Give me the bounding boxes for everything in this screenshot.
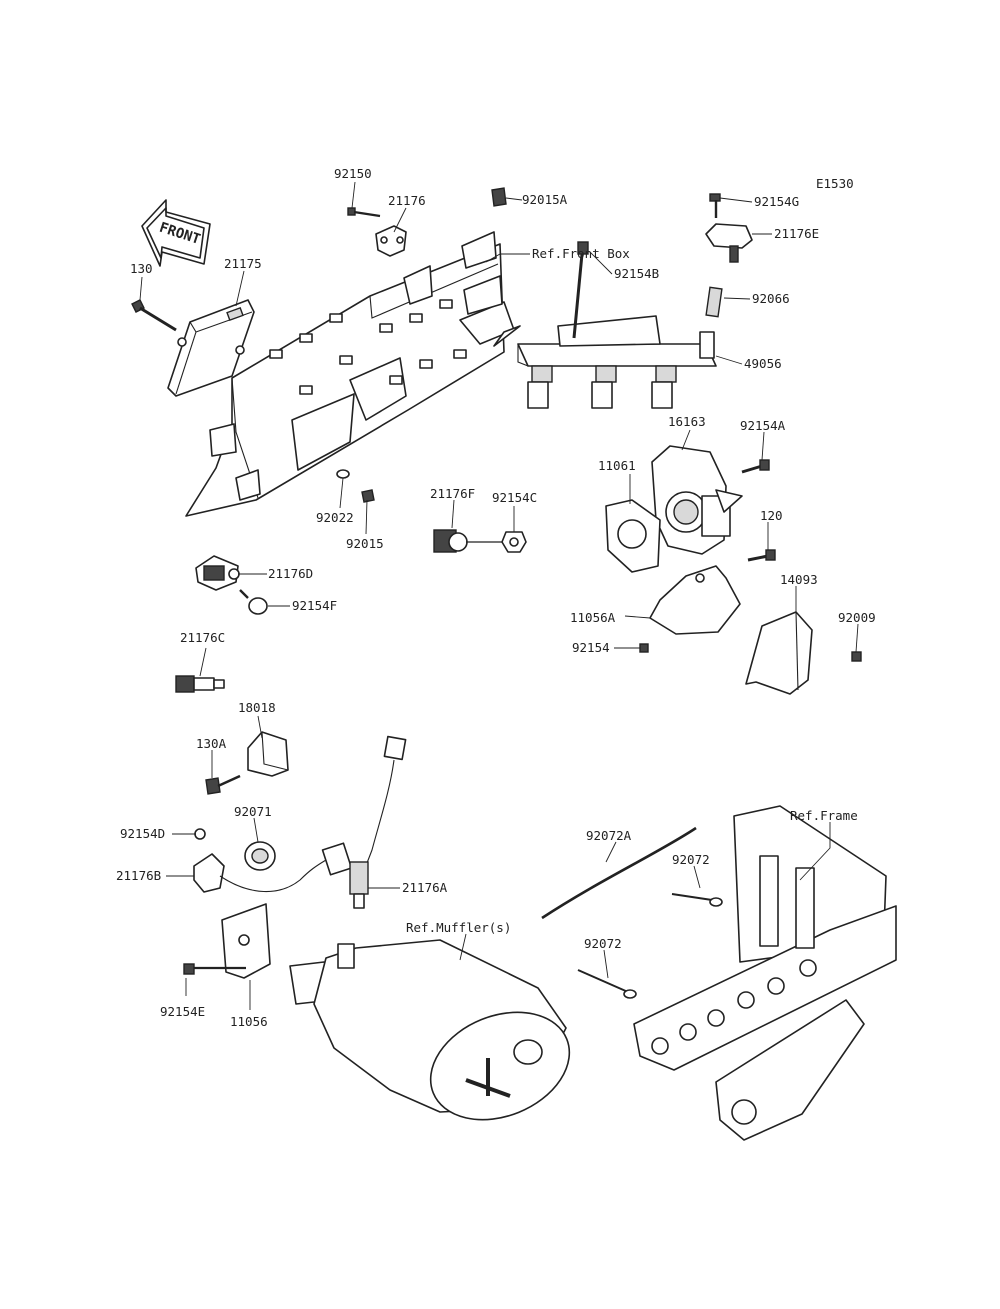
bolt-92154G bbox=[709, 193, 721, 218]
callout-21176F: 21176F bbox=[430, 486, 475, 501]
callout-16163: 16163 bbox=[668, 414, 706, 429]
callout-92154C: 92154C bbox=[492, 490, 537, 505]
injector bbox=[591, 365, 617, 409]
bolt-92009 bbox=[851, 651, 862, 662]
callout-11056: 11056 bbox=[230, 1014, 268, 1029]
callout-49056: 49056 bbox=[744, 356, 782, 371]
leader-lines bbox=[139, 181, 859, 1010]
callout-11061: 11061 bbox=[598, 458, 636, 473]
sensor-21176F bbox=[433, 529, 504, 553]
nut-92154C bbox=[501, 531, 527, 553]
fuel-rail-49056 bbox=[517, 241, 723, 409]
callout-labels: E1530 92150 21176 92015A Ref.Front Box 9… bbox=[116, 166, 876, 1029]
bolt-92154F bbox=[239, 589, 268, 615]
callout-92072A: 92072A bbox=[586, 828, 632, 843]
bracket-11056 bbox=[221, 903, 271, 979]
washer-92022 bbox=[336, 469, 350, 479]
callout-21176B: 21176B bbox=[116, 868, 161, 883]
bolt-130 bbox=[131, 299, 177, 332]
cable-tie-92072-upper bbox=[671, 893, 723, 907]
o2-sensor-21176A bbox=[349, 735, 407, 909]
callout-92154A: 92154A bbox=[740, 418, 786, 433]
sensor-21176B bbox=[193, 828, 353, 893]
throttle-body-16163 bbox=[651, 445, 743, 555]
bolt-120 bbox=[747, 549, 776, 562]
clip-92015A bbox=[491, 187, 507, 207]
callout-92150: 92150 bbox=[334, 166, 372, 181]
gasket-11061 bbox=[605, 499, 661, 573]
callout-92015A: 92015A bbox=[522, 192, 568, 207]
nut-92015 bbox=[361, 489, 375, 503]
callout-11056A: 11056A bbox=[570, 610, 616, 625]
callout-92072-upper: 92072 bbox=[672, 852, 710, 867]
callout-130A: 130A bbox=[196, 736, 227, 751]
sensor-21176C bbox=[175, 675, 225, 693]
bolt-92154 bbox=[639, 643, 649, 653]
ecu-21175 bbox=[167, 299, 255, 397]
bolt-92150 bbox=[347, 207, 381, 218]
callout-18018: 18018 bbox=[238, 700, 276, 715]
frame bbox=[633, 805, 897, 1141]
bracket-18018 bbox=[247, 731, 289, 777]
callout-92022: 92022 bbox=[316, 510, 354, 525]
sensor-21176D bbox=[195, 555, 240, 591]
callout-ref-front-box: Ref.Front Box bbox=[532, 246, 630, 261]
front-box-bracket bbox=[185, 231, 521, 517]
callout-21176: 21176 bbox=[388, 193, 426, 208]
callout-92009: 92009 bbox=[838, 610, 876, 625]
callout-92015: 92015 bbox=[346, 536, 384, 551]
bolt-92154E bbox=[183, 963, 246, 975]
callout-92154B: 92154B bbox=[614, 266, 659, 281]
callout-92154: 92154 bbox=[572, 640, 610, 655]
sensor-21176 bbox=[375, 225, 407, 257]
injector bbox=[527, 365, 553, 409]
callout-21176D: 21176D bbox=[268, 566, 313, 581]
sensor-21176E bbox=[705, 223, 753, 263]
callout-92154E: 92154E bbox=[160, 1004, 205, 1019]
cable-tie-92072A bbox=[541, 826, 697, 920]
callout-ref-frame: Ref.Frame bbox=[790, 808, 858, 823]
injector bbox=[651, 365, 677, 409]
cover-14093 bbox=[745, 611, 813, 695]
muffler bbox=[289, 939, 571, 1121]
cable-tie-92072-lower bbox=[577, 969, 637, 999]
callout-21175: 21175 bbox=[224, 256, 262, 271]
callout-120: 120 bbox=[760, 508, 783, 523]
callout-92154D: 92154D bbox=[120, 826, 165, 841]
callout-92071: 92071 bbox=[234, 804, 272, 819]
front-arrow-icon bbox=[141, 199, 211, 267]
callout-92154F: 92154F bbox=[292, 598, 337, 613]
callout-21176A: 21176A bbox=[402, 880, 448, 895]
bolt-130A bbox=[205, 774, 241, 795]
callout-92154G: 92154G bbox=[754, 194, 799, 209]
diagram-code: E1530 bbox=[816, 176, 854, 191]
callout-92072-lower: 92072 bbox=[584, 936, 622, 951]
callout-92066: 92066 bbox=[752, 291, 790, 306]
grommet-92071 bbox=[244, 841, 276, 871]
callout-130: 130 bbox=[130, 261, 153, 276]
bolt-92154A bbox=[741, 459, 770, 474]
callout-21176E: 21176E bbox=[774, 226, 819, 241]
callout-21176C: 21176C bbox=[180, 630, 225, 645]
bracket-11056A bbox=[649, 565, 741, 635]
callout-14093: 14093 bbox=[780, 572, 818, 587]
callout-ref-muffler: Ref.Muffler(s) bbox=[406, 920, 511, 935]
